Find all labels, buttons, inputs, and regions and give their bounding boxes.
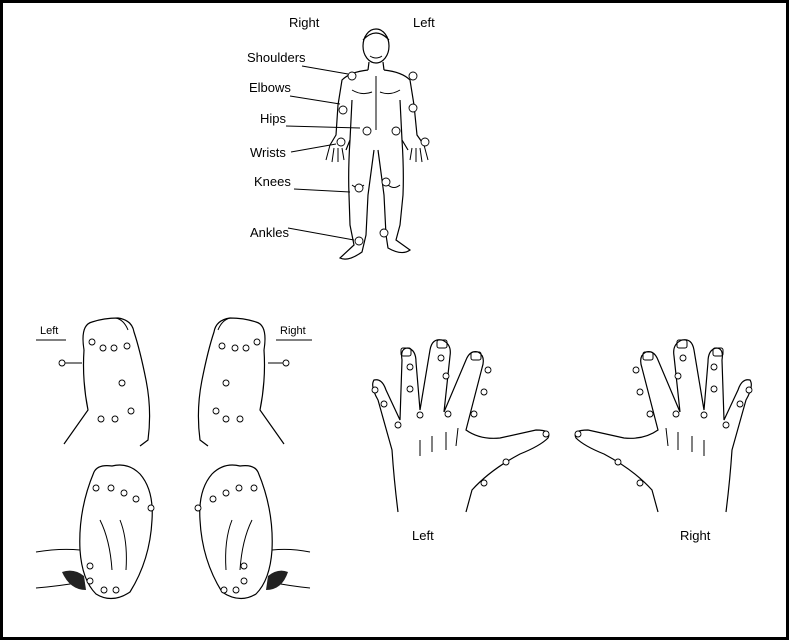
foot-right-label: Right (280, 325, 306, 337)
label-shoulders: Shoulders (247, 50, 306, 65)
foot-left-label: Left (40, 325, 58, 337)
side-right-label: Right (289, 15, 320, 30)
label-wrists: Wrists (250, 145, 286, 160)
hand-left-label: Left (412, 528, 434, 543)
label-ankles: Ankles (250, 225, 290, 240)
hand-right-label: Right (680, 528, 711, 543)
label-elbows: Elbows (249, 80, 291, 95)
side-left-label: Left (413, 15, 435, 30)
label-knees: Knees (254, 174, 291, 189)
label-hips: Hips (260, 111, 287, 126)
